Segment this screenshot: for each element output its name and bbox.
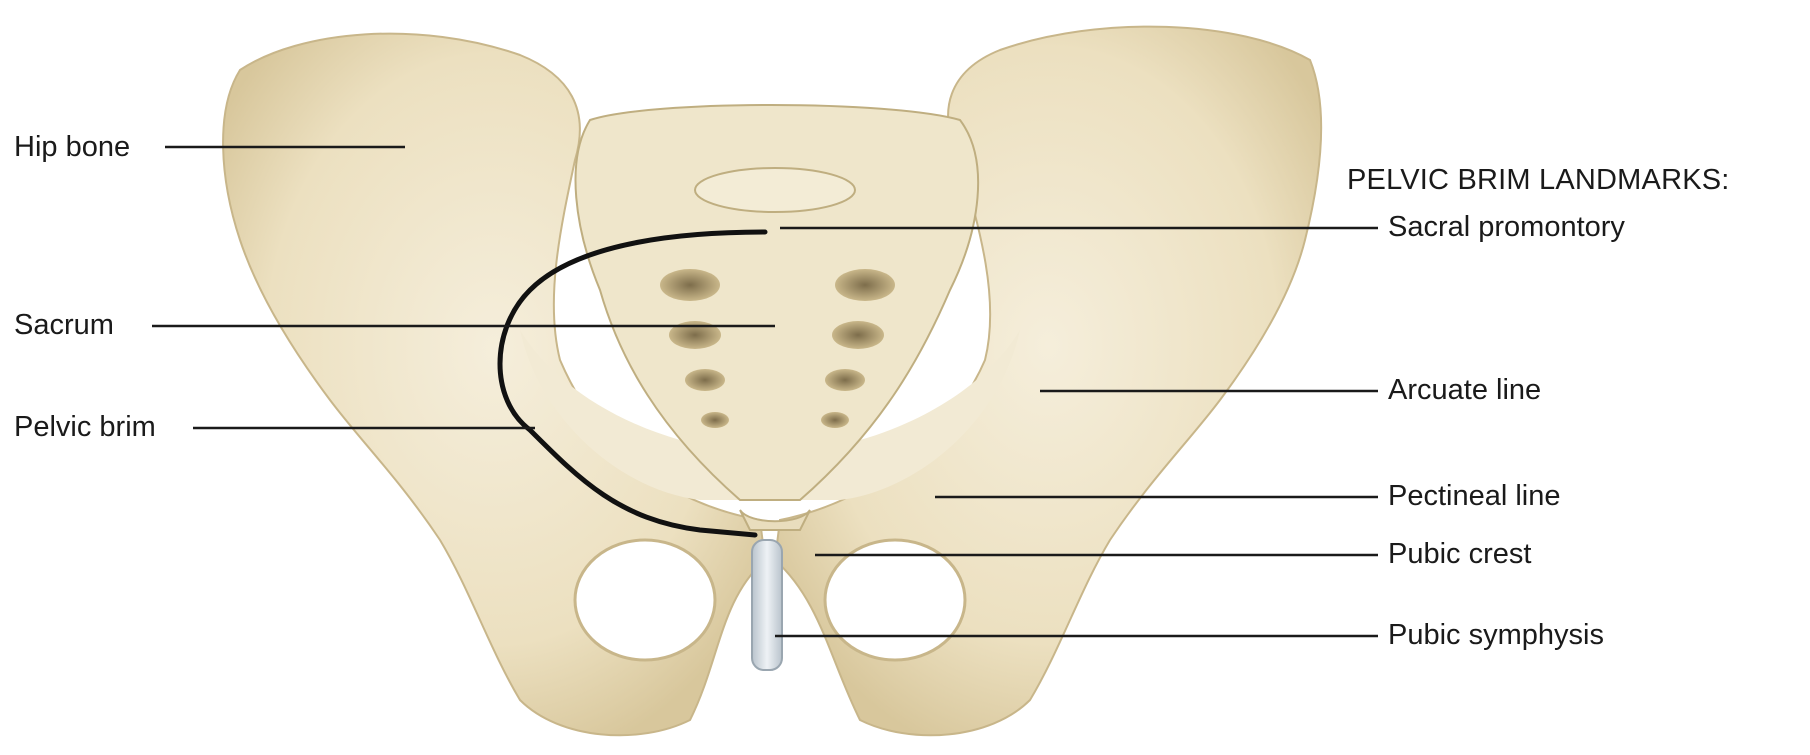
sacral-foramen [835,269,895,301]
sacral-promontory-label: Sacral promontory [1388,213,1625,242]
sacral-foramen [825,369,865,391]
pubic-symphysis-label: Pubic symphysis [1388,621,1604,650]
sacral-foramen [832,321,884,349]
pectineal-line-label: Pectineal line [1388,482,1561,511]
left-obturator-foramen [575,540,715,660]
hip-bone-label: Hip bone [14,133,130,162]
arcuate-line-label: Arcuate line [1388,376,1541,405]
sacral-foramen [685,369,725,391]
sacral-foramen [660,269,720,301]
pubic-crest-label: Pubic crest [1388,540,1531,569]
pubic-symphysis-cartilage [752,540,782,670]
landmarks-heading: PELVIC BRIM LANDMARKS: [1347,166,1730,195]
pelvic-brim-label: Pelvic brim [14,413,156,442]
sacral-foramen [821,412,849,428]
coccyx [740,510,810,530]
sacrum-label: Sacrum [14,311,114,340]
sacral-foramen [701,412,729,428]
sacral-body [695,168,855,212]
right-obturator-foramen [825,540,965,660]
